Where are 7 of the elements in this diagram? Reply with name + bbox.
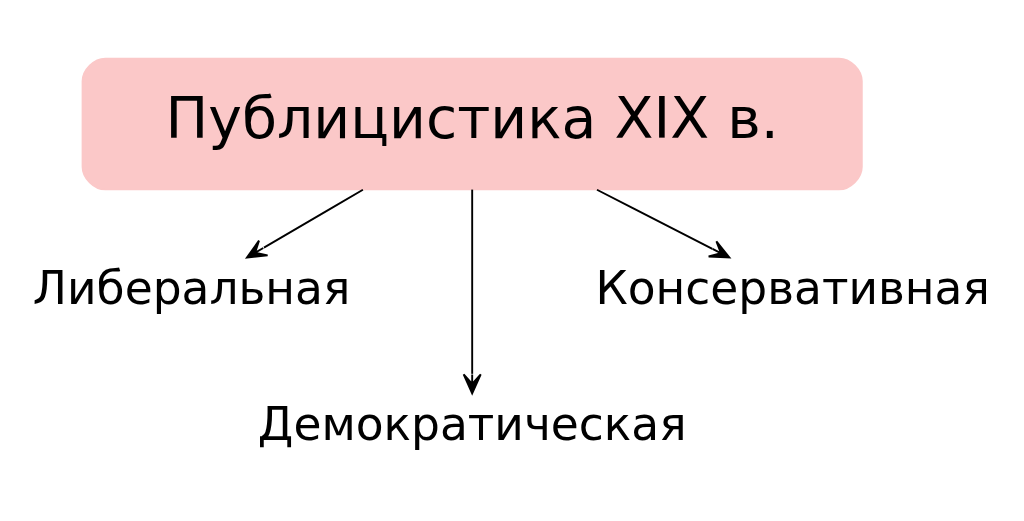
arrow (246, 188, 364, 259)
node-text: Консервативная (595, 261, 990, 315)
node-text: Демократическая (257, 398, 687, 452)
arrow (596, 188, 731, 259)
arrow (462, 188, 482, 395)
node-text: Либеральная (32, 261, 351, 315)
node-box: Публицистика XIX в. (81, 57, 863, 191)
